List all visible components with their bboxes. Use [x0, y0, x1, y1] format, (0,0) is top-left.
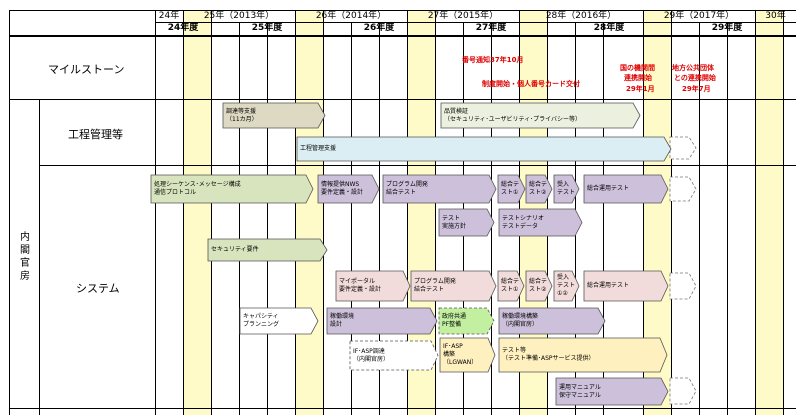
task-arrow: [222, 102, 326, 129]
task-arrow: [669, 377, 697, 405]
task-arrow: [440, 102, 641, 129]
task-arrow: [669, 136, 697, 160]
task-label: 総合テ スト②: [529, 181, 548, 196]
task-arrow: [553, 270, 580, 302]
fiscal-year-label: 25年度: [251, 23, 283, 33]
task-label: 処理シーケンス･メッセージ構成 通信プロトコル: [154, 181, 241, 196]
task-label: IF･ASP調達 （内閣官房）: [353, 347, 390, 363]
task-arrow: [498, 208, 583, 237]
task-arrow: [583, 270, 669, 302]
task-label: テストシナリオ テストデータ: [502, 214, 545, 230]
calendar-year-label: 26年（2014年）: [315, 11, 387, 21]
task-arrow: [438, 208, 495, 237]
task-label: テスト等 （テスト準備･ASPサービス提供）: [502, 347, 595, 362]
task-label: セキュリティ要件: [211, 246, 259, 253]
task-label: 運用マニュアル 保守マニュアル: [559, 383, 601, 399]
calendar-year-label: 25年（2013年）: [203, 11, 275, 21]
milestone-text: 地方公共団体: [672, 64, 714, 72]
milestone-text: との連携開始: [674, 74, 716, 82]
task-label: 総合運用テスト: [587, 185, 630, 192]
fiscal-year-label: 26年度: [363, 23, 395, 33]
task-arrow: [438, 307, 495, 335]
task-arrow: [207, 238, 328, 262]
milestone-section-label: マイルストーン: [48, 63, 125, 76]
task-arrow: [497, 270, 525, 302]
shade-col-6: [755, 10, 783, 415]
milestone-text: 29年7月: [682, 85, 711, 93]
milestone-text: 制度開始・個人番号カード交付: [482, 80, 580, 88]
task-arrow: [326, 307, 438, 335]
task-arrow: [349, 340, 439, 371]
task-arrow: [497, 174, 526, 204]
task-arrow: [317, 174, 380, 204]
task-arrow: [239, 307, 319, 335]
calendar-year-label: 27年（2015年）: [427, 11, 499, 21]
milestone-text: 国の機関間: [620, 64, 655, 72]
fiscal-year-label: 27年度: [475, 23, 507, 33]
shade-col-2: [295, 10, 323, 415]
task-label: マイポータル 要件定義・設計: [339, 278, 382, 293]
fiscal-year-label: 24年度: [167, 23, 199, 33]
task-arrow: [439, 337, 496, 373]
calendar-year-label: 30年: [765, 11, 786, 21]
task-label: 総合テ スト①: [501, 181, 520, 196]
calendar-year-label: 29年（2017年）: [663, 11, 735, 21]
shade-col-1: [183, 10, 211, 415]
task-arrow: [555, 377, 669, 406]
task-label: IF･ASP 構築 （LGWAN）: [443, 343, 478, 366]
system-section-label: システム: [76, 282, 120, 295]
task-label: 総合テ スト①: [501, 278, 520, 293]
task-arrow: [382, 174, 497, 204]
calendar-year-label: 28年（2016年）: [545, 11, 617, 21]
org-label: 内閣官房: [20, 232, 30, 282]
fiscal-year-label: 28年度: [593, 23, 625, 33]
task-arrow: [669, 272, 697, 300]
task-label: 総合運用テスト: [587, 282, 630, 289]
task-label: 調達等支援 （11カ月）: [226, 107, 258, 123]
task-label: 総合テ スト②: [529, 278, 548, 293]
task-arrow: [525, 174, 553, 204]
calendar-year-label: 24年: [158, 11, 180, 21]
task-label: キャパシティ プランニング: [243, 313, 280, 328]
task-label: 品質検証 （セキュリティ･ユーザビリティ･プライバシー等）: [444, 107, 582, 123]
task-arrow: [669, 176, 697, 202]
task-arrow: [583, 174, 669, 204]
task-label: プログラム開発 結合テスト: [414, 278, 456, 293]
task-label: 稼働環境構築 （内閣官房）: [502, 313, 539, 328]
task-label: 政府共通 PF整備: [442, 313, 467, 328]
task-arrow: [296, 136, 672, 162]
task-arrow: [335, 270, 411, 302]
task-arrow: [525, 270, 553, 302]
task-arrow: [410, 270, 497, 302]
task-label: プログラム開発 結合テスト: [386, 181, 428, 196]
task-arrow: [150, 174, 314, 204]
milestone-text: 番号通知37年10月: [462, 56, 524, 64]
task-label: 稼働環境 設計: [330, 313, 355, 328]
task-label: 受入 テスト ①②: [557, 274, 576, 297]
fiscal-year-label: 29年度: [711, 23, 743, 33]
task-label: 受入 テスト: [557, 181, 576, 196]
task-arrow: [498, 337, 668, 373]
milestone-text: 29年1月: [626, 85, 655, 93]
task-arrow: [498, 307, 606, 335]
milestone-text: 連携開始: [624, 74, 652, 82]
task-label: 工程管理支援: [300, 145, 337, 152]
task-label: テスト 実施方針: [442, 214, 467, 230]
task-arrow: [553, 174, 580, 204]
task-label: 情報提供NWS 要件定義・設計: [321, 181, 364, 196]
process-section-label: 工程管理等: [68, 128, 123, 141]
